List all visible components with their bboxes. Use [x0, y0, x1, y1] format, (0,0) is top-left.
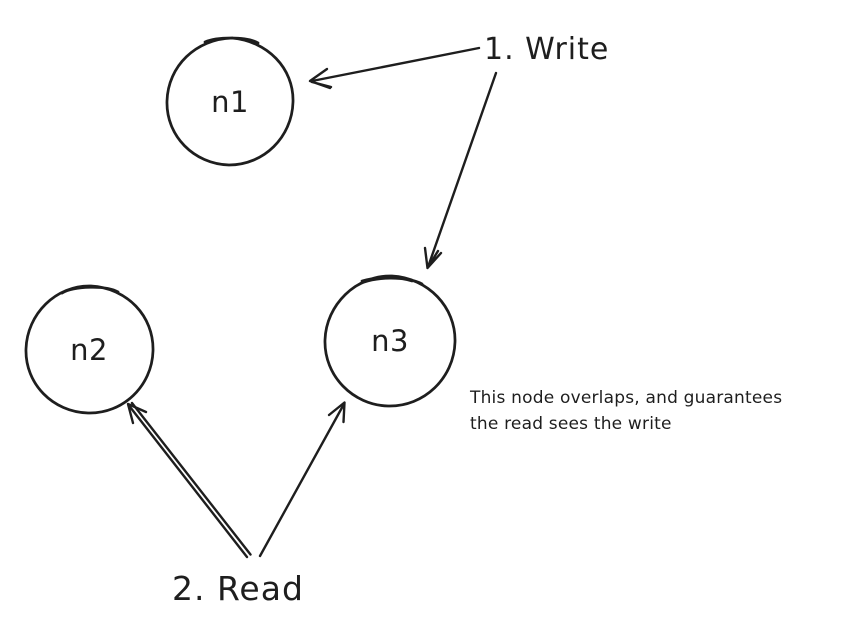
write-to-n3-arrow — [423, 71, 498, 270]
overlap-note: This node overlaps, and guarantees the r… — [469, 388, 782, 434]
write-to-n1-arrowhead-icon — [308, 67, 333, 90]
node-n2-label: n2 — [70, 333, 108, 367]
write-to-n3-arrowhead-icon — [423, 246, 443, 270]
node-n1: n1 — [165, 36, 295, 167]
node-n1-label: n1 — [211, 85, 249, 119]
node-n2: n2 — [24, 284, 155, 415]
read-to-n2-arrow-line — [127, 401, 252, 559]
overlap-note-line1: This node overlaps, and guarantees — [469, 388, 782, 408]
write-to-n1-arrow — [308, 46, 481, 90]
read-to-n3-arrowhead-icon — [327, 401, 346, 424]
node-n1-circle — [165, 36, 295, 167]
write-to-n1-arrow-line — [310, 46, 481, 83]
read-to-n2-arrow — [126, 401, 252, 559]
write-step-label: 1. Write — [484, 32, 609, 67]
overlap-note-line2: the read sees the write — [470, 414, 672, 434]
read-step-label: 2. Read — [172, 569, 304, 608]
node-n3-label: n3 — [371, 324, 409, 358]
read-to-n3-arrow — [258, 401, 346, 558]
node-n3-circle — [323, 274, 457, 408]
write-to-n3-arrow-line — [426, 71, 498, 269]
read-to-n2-arrowhead-icon — [126, 402, 148, 425]
node-n3: n3 — [323, 274, 457, 408]
read-to-n3-arrow-line — [258, 402, 346, 558]
node-n2-circle — [24, 284, 155, 415]
